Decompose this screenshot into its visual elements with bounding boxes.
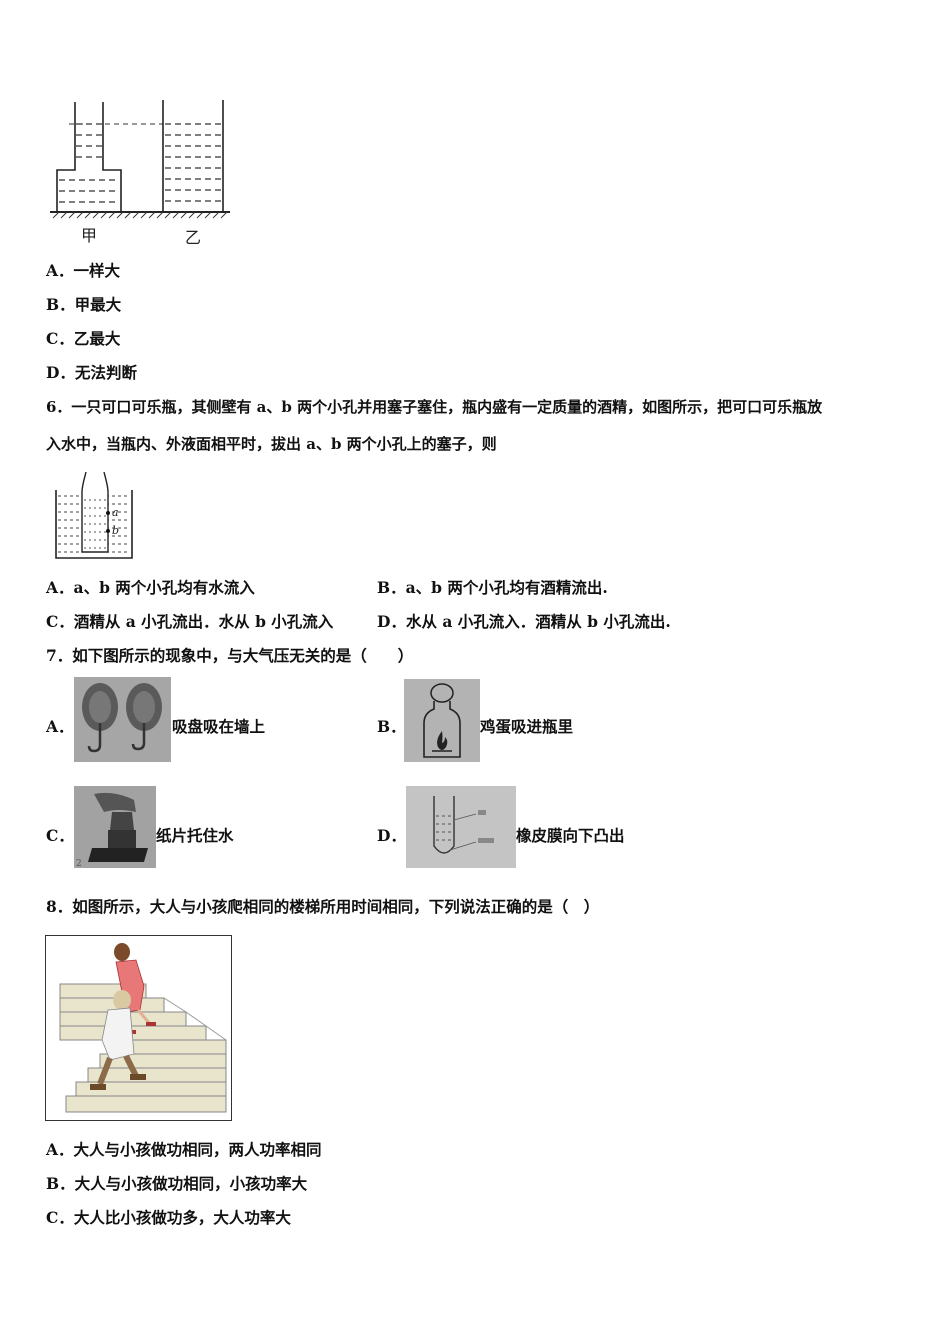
q7-option-b-text: 鸡蛋吸进瓶里 xyxy=(480,717,574,736)
q6-stem-line2: 入水中，当瓶内、外液面相平时，拔出 a、b 两个小孔上的塞子，则 xyxy=(46,435,497,453)
q8-option-b: B．大人与小孩做功相同，小孩功率大 xyxy=(46,1174,308,1193)
q6-hole-a-label: a xyxy=(112,506,119,519)
q5-option-a: A．一样大 xyxy=(46,261,121,280)
q7-option-c-label: C． xyxy=(46,826,74,845)
q6-option-d: D．水从 a 小孔流入．酒精从 b 小孔流出. xyxy=(377,612,671,631)
q7-paper-water-photo: 2 xyxy=(74,786,156,868)
q5-option-b: B．甲最大 xyxy=(46,295,122,314)
q8-stem: 8．如图所示，大人与小孩爬相同的楼梯所用时间相同，下列说法正确的是（ ） xyxy=(46,897,600,916)
q6-option-b: B．a、b 两个小孔均有酒精流出. xyxy=(377,578,608,597)
q7-option-d-label: D． xyxy=(377,826,406,845)
q8-stairs-illustration xyxy=(45,935,232,1121)
q6-bottle-figure: a b xyxy=(55,471,133,559)
q5-containers-figure: 甲 乙 xyxy=(50,100,230,247)
q7-option-d-text: 橡皮膜向下凸出 xyxy=(516,826,625,845)
q7-suction-cup-photo xyxy=(74,677,171,762)
q7-stem: 7．如下图所示的现象中，与大气压无关的是（ ） xyxy=(46,646,414,665)
q6-hole-b-label: b xyxy=(112,524,119,537)
q6-option-a: A．a、b 两个小孔均有水流入 xyxy=(46,578,255,597)
q7-rubber-membrane-photo xyxy=(406,786,516,868)
q7-option-a-text: 吸盘吸在墙上 xyxy=(172,717,266,736)
q6-option-c: C．酒精从 a 小孔流出．水从 b 小孔流入 xyxy=(46,612,334,631)
q5-option-c: C．乙最大 xyxy=(46,329,121,348)
q7-egg-bottle-photo xyxy=(404,679,480,762)
svg-text:2: 2 xyxy=(76,859,82,868)
q7-option-b-label: B． xyxy=(377,717,406,736)
q6-stem-line1: 6．一只可口可乐瓶，其侧壁有 a、b 两个小孔并用塞子塞住，瓶内盛有一定质量的酒… xyxy=(46,398,823,416)
q5-label-jia: 甲 xyxy=(81,226,97,245)
q5-option-d: D．无法判断 xyxy=(46,363,137,382)
q7-option-c-text: 纸片托住水 xyxy=(156,826,234,845)
q5-label-yi: 乙 xyxy=(185,228,201,247)
q8-option-c: C．大人比小孩做功多，大人功率大 xyxy=(46,1208,291,1227)
q8-option-a: A．大人与小孩做功相同，两人功率相同 xyxy=(46,1140,322,1159)
q7-option-a-label: A． xyxy=(46,717,74,736)
